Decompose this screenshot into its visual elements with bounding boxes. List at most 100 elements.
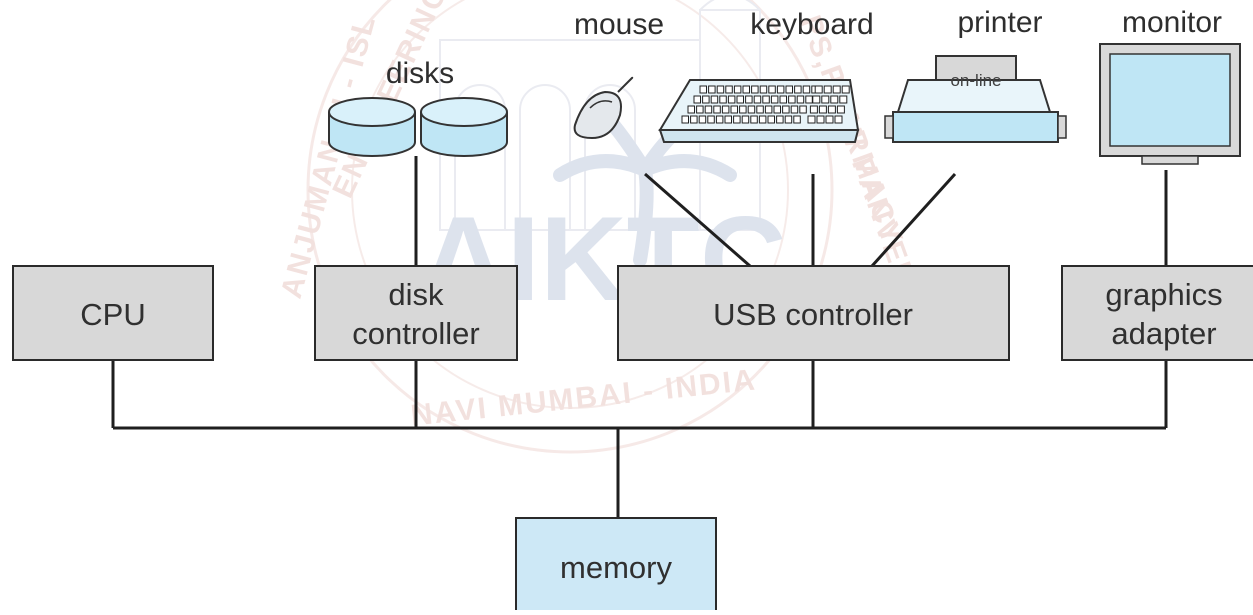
disk-icon: [328, 97, 416, 157]
keyboard-key: [719, 95, 727, 104]
watermark-text-bottom: NAVI MUMBAI - INDIA: [409, 363, 758, 432]
keypad-key: [812, 95, 821, 104]
disk-controller-box: disk controller: [314, 265, 518, 361]
keyboard-key: [702, 95, 710, 104]
disks-label: disks: [386, 57, 454, 90]
memory-box: memory: [515, 517, 717, 615]
monitor-label: monitor: [1122, 6, 1222, 39]
keyboard-key: [788, 95, 796, 104]
watermark: AIKTC ANJUMAN - I - ISL ENGINEERING & PS…: [275, 0, 921, 454]
keyboard-key: [725, 85, 733, 94]
keypad-key: [816, 115, 825, 124]
printer-device: printer on-line: [884, 6, 1067, 143]
keyboard-device: keyboard: [658, 8, 874, 143]
monitor-device: monitor: [1099, 6, 1241, 165]
keyboard-key: [776, 85, 785, 94]
keyboard-key: [710, 95, 719, 104]
keyboard-key: [762, 95, 770, 104]
keyboard-label: keyboard: [750, 8, 873, 41]
keyboard-key: [768, 85, 776, 94]
usb-controller-label: USB controller: [713, 297, 913, 332]
keypad-key: [841, 85, 850, 94]
keyboard-key: [779, 95, 787, 104]
keypad-key: [823, 85, 832, 94]
keyboard-key: [742, 85, 750, 94]
mouse-link: [644, 172, 751, 268]
keypad-key: [839, 95, 848, 104]
keyboard-key: [698, 115, 707, 124]
keyboard-key: [730, 105, 738, 114]
keyboard-key: [751, 85, 759, 94]
keyboard-key: [733, 115, 741, 124]
usb-controller-box: USB controller: [617, 265, 1010, 361]
keyboard-key: [708, 85, 716, 94]
keyboard-key: [733, 85, 742, 94]
keypad-key: [832, 85, 841, 94]
keyboard-key: [736, 95, 744, 104]
graphics-adapter-label-line2: adapter: [1111, 316, 1216, 351]
disks-device: disks: [328, 57, 508, 157]
keyboard-key: [782, 105, 790, 114]
keyboard-key: [681, 115, 689, 124]
keyboard-key: [707, 115, 715, 124]
keypad-key: [814, 85, 823, 94]
keypad-key: [809, 105, 818, 114]
keyboard-key: [773, 105, 781, 114]
keyboard-key: [799, 105, 807, 114]
printer-icon: on-line: [884, 55, 1067, 143]
disk-controller-label-line2: controller: [352, 316, 480, 351]
keypad-key: [807, 115, 816, 124]
cpu-box: CPU: [12, 265, 214, 361]
memory-label: memory: [560, 550, 672, 585]
keyboard-key: [785, 85, 793, 94]
keyboard-key: [794, 85, 802, 94]
keyboard-key: [727, 95, 736, 104]
keyboard-key: [721, 105, 730, 114]
mouse-label: mouse: [574, 8, 664, 41]
keypad-key: [827, 105, 836, 114]
keyboard-key: [805, 95, 813, 104]
keyboard-key: [790, 105, 799, 114]
keyboard-key: [747, 105, 756, 114]
keyboard-key: [687, 105, 695, 114]
printer-status-label: on-line: [950, 71, 1001, 90]
keyboard-key: [802, 85, 811, 94]
keyboard-key: [784, 115, 793, 124]
keyboard-key: [750, 115, 758, 124]
cpu-label: CPU: [80, 297, 145, 332]
keypad-key: [825, 115, 834, 124]
keyboard-key: [764, 105, 773, 114]
mouse-icon: [573, 76, 634, 140]
keyboard-key: [759, 85, 768, 94]
keyboard-key: [699, 85, 707, 94]
keypad-key: [830, 95, 839, 104]
keyboard-key: [715, 115, 724, 124]
keypad-key: [818, 105, 827, 114]
keyboard-key: [739, 105, 747, 114]
mouse-device: mouse: [573, 8, 664, 140]
monitor-icon: [1099, 43, 1241, 165]
keyboard-key: [745, 95, 753, 104]
printer-link: [870, 172, 957, 268]
keyboard-key: [704, 105, 713, 114]
disk-controller-label-line1: disk: [388, 277, 444, 312]
keyboard-key: [724, 115, 732, 124]
keyboard-key: [793, 115, 801, 124]
system-bus: [111, 156, 1168, 518]
keyboard-key: [716, 85, 725, 94]
keyboard-key: [796, 95, 805, 104]
keyboard-key: [741, 115, 750, 124]
keyboard-key: [758, 115, 767, 124]
keyboard-key: [753, 95, 762, 104]
keyboard-key: [696, 105, 704, 114]
keyboard-key: [767, 115, 775, 124]
keyboard-key: [776, 115, 784, 124]
keyboard-icon: [658, 79, 860, 143]
keypad-key: [836, 105, 845, 114]
keyboard-key: [693, 95, 701, 104]
keypad-key: [834, 115, 843, 124]
keypad-key: [821, 95, 830, 104]
disk-icon: [420, 97, 508, 157]
